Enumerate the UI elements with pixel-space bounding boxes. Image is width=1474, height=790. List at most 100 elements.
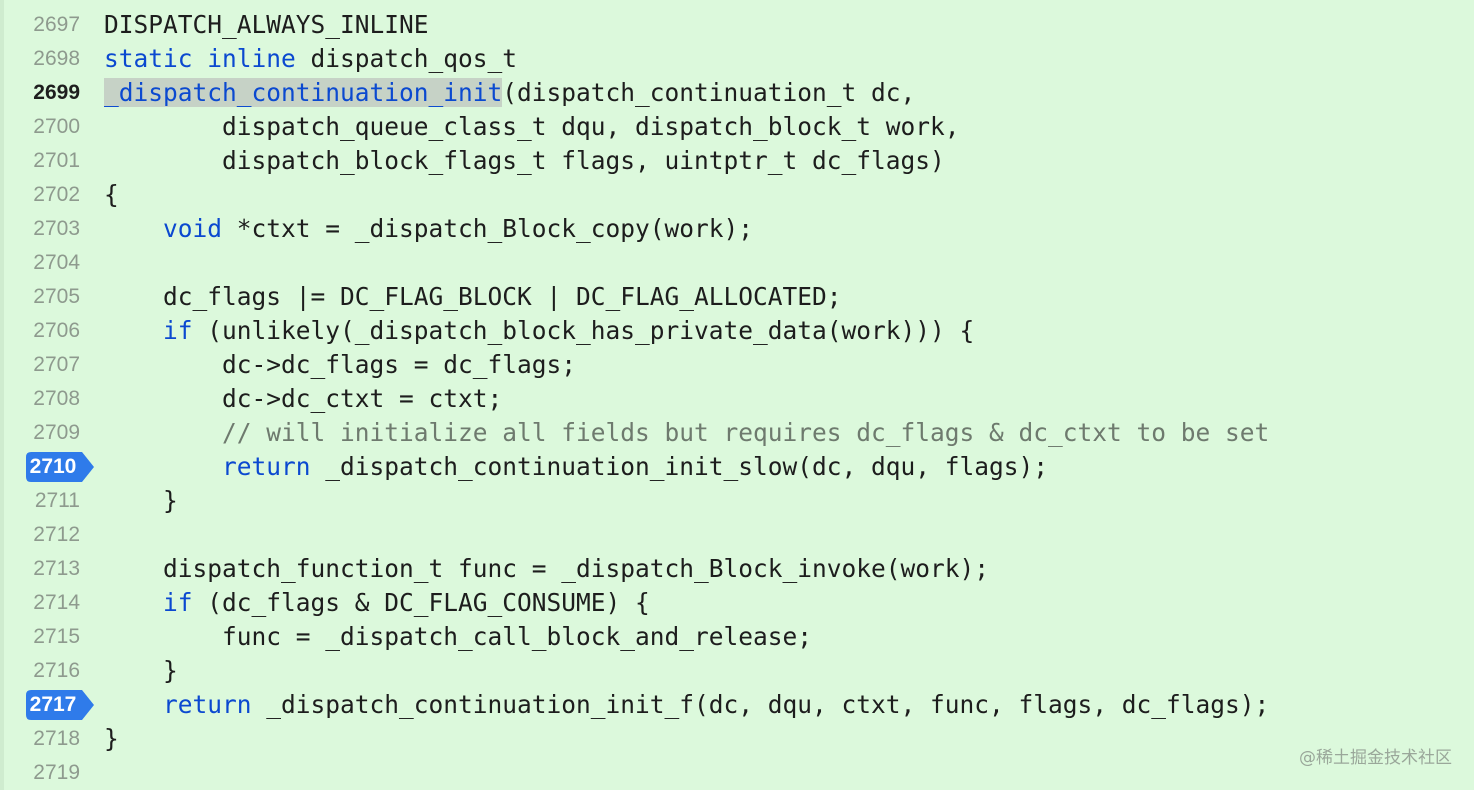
code-line[interactable]: 2700 dispatch_queue_class_t dqu, dispatc… <box>0 110 1474 144</box>
code-line[interactable]: 2703 void *ctxt = _dispatch_Block_copy(w… <box>0 212 1474 246</box>
code-comment: // will initialize all fields but requir… <box>222 418 1270 447</box>
code-text[interactable]: dispatch_function_t func = _dispatch_Blo… <box>104 552 989 586</box>
code-text[interactable]: } <box>104 484 178 518</box>
line-number: 2699 <box>33 81 80 104</box>
breakpoint-marker[interactable]: 2710 <box>26 452 94 482</box>
watermark: @稀土掘金技术社区 <box>1299 748 1452 768</box>
line-number: 2717 <box>29 693 77 716</box>
code-text[interactable]: dispatch_queue_class_t dqu, dispatch_blo… <box>104 110 960 144</box>
code-token: dispatch_function_t func = _dispatch_Blo… <box>104 554 990 583</box>
code-token: dc->dc_ctxt = ctxt; <box>104 384 503 413</box>
code-token: } <box>104 656 178 685</box>
line-number: 2719 <box>33 761 80 784</box>
code-keyword: static <box>104 44 193 73</box>
code-line[interactable]: 2708 dc->dc_ctxt = ctxt; <box>0 382 1474 416</box>
code-line[interactable]: 2701 dispatch_block_flags_t flags, uintp… <box>0 144 1474 178</box>
code-token: } <box>104 486 178 515</box>
code-line[interactable]: 2715 func = _dispatch_call_block_and_rel… <box>0 620 1474 654</box>
code-text[interactable]: } <box>104 722 119 756</box>
code-token <box>193 44 208 73</box>
line-number: 2715 <box>33 625 80 648</box>
line-number: 2707 <box>33 353 80 376</box>
code-token: dispatch_block_flags_t flags, uintptr_t … <box>104 146 945 175</box>
code-line[interactable]: 2709 // will initialize all fields but r… <box>0 416 1474 450</box>
code-text[interactable]: return _dispatch_continuation_init_slow(… <box>104 450 1048 484</box>
code-token: dispatch_qos_t <box>295 44 518 73</box>
line-number: 2702 <box>33 183 80 206</box>
code-text[interactable]: static inline dispatch_qos_t <box>104 42 517 76</box>
line-number: 2701 <box>33 149 80 172</box>
code-token: dc_flags |= DC_FLAG_BLOCK | DC_FLAG_ALLO… <box>104 282 842 311</box>
code-line[interactable]: 2704 <box>0 246 1474 280</box>
line-number: 2698 <box>33 47 80 70</box>
code-text[interactable]: DISPATCH_ALWAYS_INLINE <box>104 8 429 42</box>
code-text[interactable]: return _dispatch_continuation_init_f(dc,… <box>104 688 1269 722</box>
code-line[interactable]: 2705 dc_flags |= DC_FLAG_BLOCK | DC_FLAG… <box>0 280 1474 314</box>
code-line[interactable]: 2702 { <box>0 178 1474 212</box>
line-number: 2709 <box>33 421 80 444</box>
code-line[interactable]: 2719 <box>0 756 1474 790</box>
code-text[interactable]: dc->dc_flags = dc_flags; <box>104 348 576 382</box>
code-text[interactable]: _dispatch_continuation_init(dispatch_con… <box>104 76 915 110</box>
code-text[interactable]: dispatch_block_flags_t flags, uintptr_t … <box>104 144 945 178</box>
line-number: 2710 <box>29 455 77 478</box>
code-line[interactable]: 2713 dispatch_function_t func = _dispatc… <box>0 552 1474 586</box>
line-number: 2718 <box>33 727 80 750</box>
code-keyword: if <box>163 588 193 617</box>
code-line[interactable]: 2698 static inline dispatch_qos_t <box>0 42 1474 76</box>
code-line[interactable]: 2711 } <box>0 484 1474 518</box>
code-keyword: return <box>163 690 252 719</box>
code-text[interactable]: if (dc_flags & DC_FLAG_CONSUME) { <box>104 586 650 620</box>
code-token: func = _dispatch_call_block_and_release; <box>104 622 813 651</box>
line-number: 2711 <box>34 489 80 512</box>
code-line[interactable]: 2707 dc->dc_flags = dc_flags; <box>0 348 1474 382</box>
breakpoint-marker[interactable]: 2717 <box>26 690 94 720</box>
line-number: 2706 <box>33 319 80 342</box>
code-token <box>104 690 163 719</box>
code-token: dispatch_queue_class_t dqu, dispatch_blo… <box>104 112 960 141</box>
code-text[interactable]: } <box>104 654 178 688</box>
code-token: DISPATCH_ALWAYS_INLINE <box>104 10 429 39</box>
code-line[interactable]: 2710 return _dispatch_continuation_init_… <box>0 450 1474 484</box>
code-line[interactable]: 2717 return _dispatch_continuation_init_… <box>0 688 1474 722</box>
code-token <box>104 214 163 243</box>
line-number: 2708 <box>33 387 80 410</box>
code-line[interactable]: 2714 if (dc_flags & DC_FLAG_CONSUME) { <box>0 586 1474 620</box>
line-number: 2703 <box>33 217 80 240</box>
line-number: 2716 <box>33 659 80 682</box>
code-token: *ctxt = _dispatch_Block_copy(work); <box>222 214 754 243</box>
breakpoint-arrow-icon <box>26 452 94 482</box>
code-text[interactable]: // will initialize all fields but requir… <box>104 416 1269 450</box>
code-token <box>104 588 163 617</box>
code-text[interactable]: void *ctxt = _dispatch_Block_copy(work); <box>104 212 753 246</box>
code-token: { <box>104 180 119 209</box>
code-text[interactable]: { <box>104 178 119 212</box>
code-keyword: inline <box>207 44 296 73</box>
code-token <box>104 452 222 481</box>
code-token: (dispatch_continuation_t dc, <box>502 78 916 107</box>
code-text[interactable]: dc_flags |= DC_FLAG_BLOCK | DC_FLAG_ALLO… <box>104 280 842 314</box>
code-token <box>104 418 222 447</box>
code-token <box>104 316 163 345</box>
code-text[interactable]: if (unlikely(_dispatch_block_has_private… <box>104 314 974 348</box>
breakpoint-arrow-icon <box>26 690 94 720</box>
code-keyword: void <box>163 214 223 243</box>
code-text[interactable]: dc->dc_ctxt = ctxt; <box>104 382 502 416</box>
code-line[interactable]: 2699 _dispatch_continuation_init(dispatch… <box>0 76 1474 110</box>
line-number: 2705 <box>33 285 80 308</box>
code-text[interactable]: func = _dispatch_call_block_and_release; <box>104 620 812 654</box>
code-line[interactable]: 2716 } <box>0 654 1474 688</box>
code-token: _dispatch_continuation_init_f(dc, dqu, c… <box>251 690 1270 719</box>
code-line[interactable]: 2712 <box>0 518 1474 552</box>
code-line[interactable]: 2706 if (unlikely(_dispatch_block_has_pr… <box>0 314 1474 348</box>
line-number: 2712 <box>33 523 80 546</box>
code-line[interactable]: 2718} <box>0 722 1474 756</box>
code-keyword: _dispatch_continuation_init <box>104 78 503 107</box>
code-token: (dc_flags & DC_FLAG_CONSUME) { <box>192 588 650 617</box>
line-number: 2704 <box>33 251 80 274</box>
code-token: dc->dc_flags = dc_flags; <box>104 350 577 379</box>
code-token: } <box>104 724 119 753</box>
code-keyword: if <box>163 316 193 345</box>
